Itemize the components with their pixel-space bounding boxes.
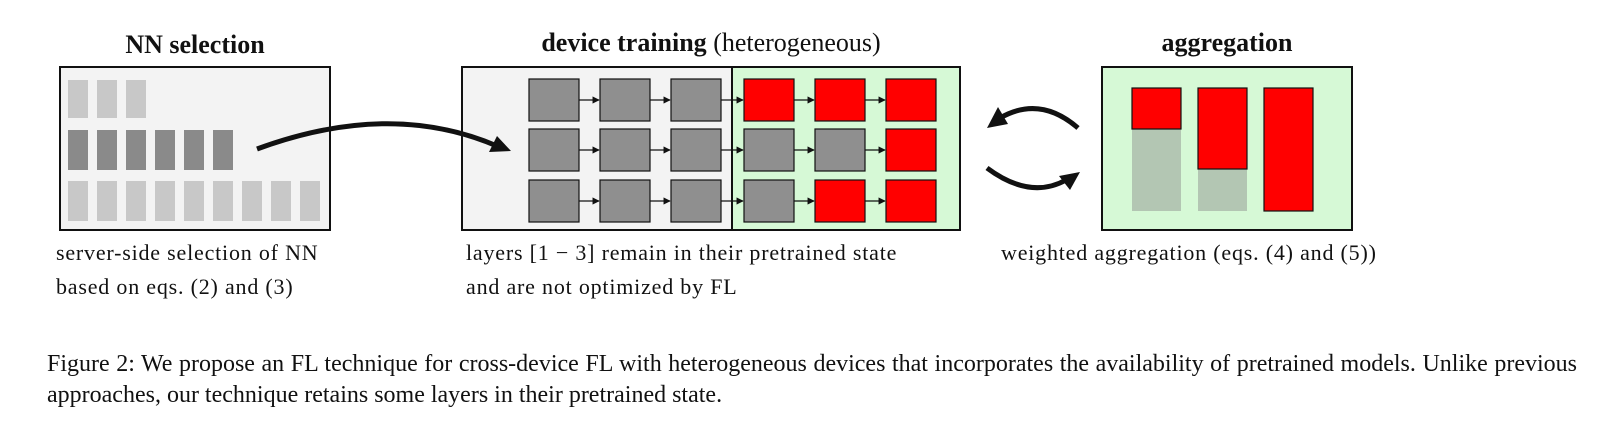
training-desc: layers [1 − 3] remain in their pretraine…	[466, 236, 897, 304]
cycle-arrow-top	[987, 106, 1080, 130]
nn-layer	[126, 80, 146, 118]
pretrained-layer	[599, 128, 651, 172]
aggregation-title: aggregation	[1102, 28, 1352, 58]
bar-aggregated	[1131, 87, 1182, 130]
nn-layer	[184, 181, 204, 221]
nn-layer	[213, 130, 233, 170]
training-panel-border	[461, 66, 961, 231]
nn-layer	[213, 181, 233, 221]
selection-to-training-arrow	[256, 121, 511, 152]
pretrained-layer	[528, 179, 580, 223]
training-desc-line-2: and are not optimized by FL	[466, 274, 738, 299]
pretrained-layer	[670, 179, 722, 223]
nn-layer	[126, 130, 146, 170]
pretrained-layer	[528, 78, 580, 122]
pretrained-layer	[670, 128, 722, 172]
pretrained-layer	[814, 128, 866, 172]
selection-title: NN selection	[60, 30, 330, 60]
selection-desc-line-2: based on eqs. (2) and (3)	[56, 274, 294, 299]
trained-layer	[885, 78, 937, 122]
cycle-arrow-bottom	[985, 165, 1080, 191]
trained-layer	[885, 179, 937, 223]
nn-layer	[126, 181, 146, 221]
nn-layer	[68, 130, 88, 170]
bar-aggregated	[1263, 87, 1314, 212]
trained-layer	[743, 78, 795, 122]
nn-layer	[68, 181, 88, 221]
selection-layers	[68, 80, 320, 221]
nn-layer	[271, 181, 291, 221]
aggregation-desc-line-1: weighted aggregation (eqs. (4) and (5))	[1001, 240, 1377, 265]
figure-caption: Figure 2: We propose an FL technique for…	[47, 351, 1577, 408]
training-title-rest: (heterogeneous)	[713, 28, 881, 57]
selection-desc-line-1: server-side selection of NN	[56, 240, 319, 265]
training-grid	[528, 78, 937, 223]
diagram-canvas	[59, 66, 1353, 231]
trained-layer	[814, 179, 866, 223]
selection-title-text: NN selection	[125, 30, 265, 59]
nn-layer	[242, 181, 262, 221]
nn-layer	[68, 80, 88, 118]
nn-layer	[155, 181, 175, 221]
pretrained-layer	[743, 128, 795, 172]
bar-remaining	[1132, 129, 1181, 211]
selection-desc: server-side selection of NN based on eqs…	[56, 236, 318, 304]
training-title: device training (heterogeneous)	[462, 28, 960, 58]
pretrained-layer	[743, 179, 795, 223]
pretrained-layer	[599, 179, 651, 223]
nn-layer	[184, 130, 204, 170]
aggregation-title-text: aggregation	[1161, 28, 1293, 57]
trained-layer	[885, 128, 937, 172]
pretrained-layer	[670, 78, 722, 122]
aggregation-bars	[1131, 87, 1314, 212]
bar-remaining	[1198, 169, 1247, 211]
aggregation-desc: weighted aggregation (eqs. (4) and (5))	[1001, 236, 1377, 270]
training-desc-line-1: layers [1 − 3] remain in their pretraine…	[466, 240, 898, 265]
pretrained-layer	[528, 128, 580, 172]
nn-layer	[97, 181, 117, 221]
nn-layer	[97, 80, 117, 118]
pretrained-layer	[599, 78, 651, 122]
nn-layer	[97, 130, 117, 170]
nn-layer	[155, 130, 175, 170]
training-title-bold: device training	[541, 28, 707, 57]
trained-layer	[814, 78, 866, 122]
nn-layer	[300, 181, 320, 221]
bar-aggregated	[1197, 87, 1248, 170]
